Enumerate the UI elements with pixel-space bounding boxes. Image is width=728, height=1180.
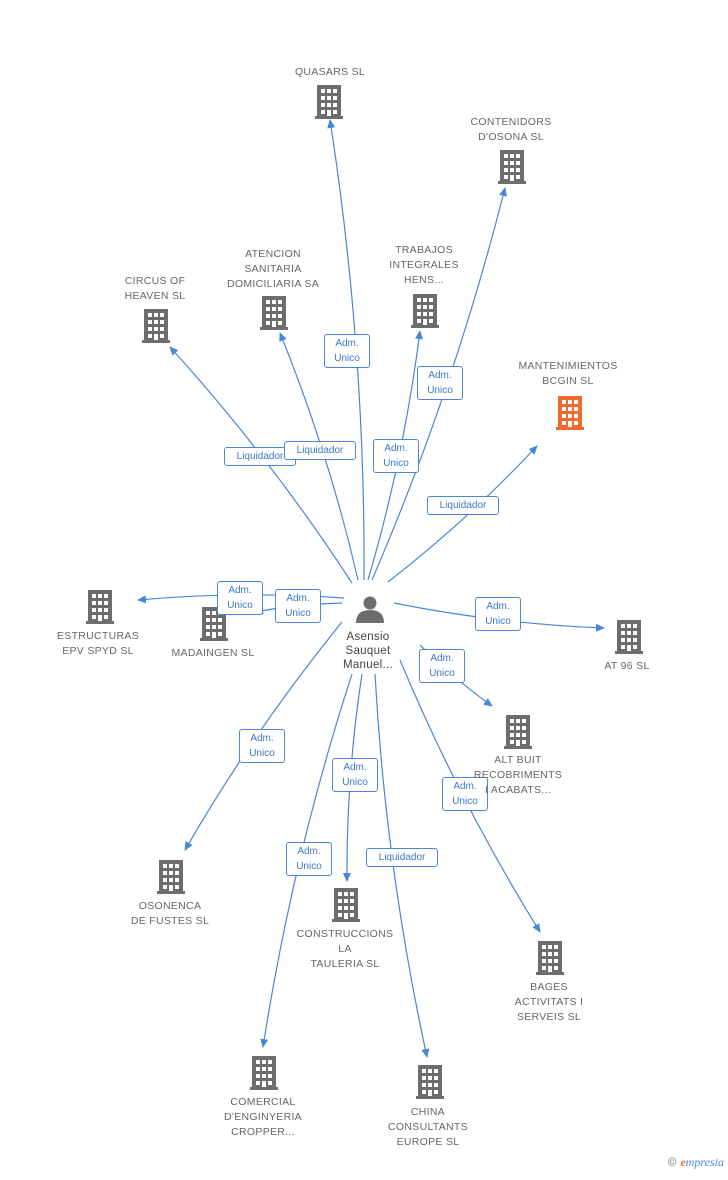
company-label-altbuit[interactable]: ALT BUIT RECOBRIMENTS I ACABATS...: [473, 754, 563, 796]
edge-label-bages[interactable]: Adm. Unico: [442, 777, 488, 811]
edge-label-construccions[interactable]: Adm. Unico: [332, 758, 378, 792]
building-icon-estructuras[interactable]: [86, 590, 114, 624]
building-icon-at96[interactable]: [615, 620, 643, 654]
building-icon-quasars[interactable]: [315, 85, 343, 119]
edge-label-contenidors[interactable]: Adm. Unico: [417, 366, 463, 400]
edge-label-quasars[interactable]: Adm. Unico: [324, 334, 370, 368]
edge-label-madaingen[interactable]: Adm. Unico: [275, 589, 321, 623]
brand-initial: e: [680, 1155, 686, 1169]
building-icon-bages[interactable]: [536, 941, 564, 975]
edge-label-osonenca[interactable]: Adm. Unico: [239, 729, 285, 763]
company-label-at96[interactable]: AT 96 SL: [604, 660, 650, 672]
brand-footer: ©empresia: [668, 1155, 724, 1170]
company-label-china[interactable]: CHINA CONSULTANTS EUROPE SL: [388, 1106, 468, 1148]
company-label-madaingen[interactable]: MADAINGEN SL: [171, 647, 255, 659]
edge-label-altbuit[interactable]: Adm. Unico: [419, 649, 465, 683]
edge-label-mantenimientos[interactable]: Liquidador: [427, 495, 499, 515]
company-label-osonenca[interactable]: OSONENCA DE FUSTES SL: [130, 900, 210, 927]
building-icon-altbuit[interactable]: [504, 715, 532, 749]
edge-label-trabajos[interactable]: Adm. Unico: [373, 439, 419, 473]
building-icon-contenidors[interactable]: [498, 150, 526, 184]
company-label-quasars[interactable]: QUASARS SL: [294, 66, 366, 78]
copyright-symbol: ©: [667, 1155, 677, 1169]
company-label-contenidors[interactable]: CONTENIDORS D'OSONA SL: [470, 116, 552, 143]
company-label-mantenimientos[interactable]: MANTENIMIENTOS BCGIN SL: [518, 360, 618, 387]
building-icon-trabajos[interactable]: [411, 294, 439, 328]
edge-to-mantenimientos: [387, 445, 538, 583]
edge-label-circus[interactable]: Liquidador: [224, 446, 296, 466]
company-label-trabajos[interactable]: TRABAJOS INTEGRALES HENS...: [389, 244, 459, 286]
edge-label-at96[interactable]: Adm. Unico: [475, 597, 521, 631]
brand-name[interactable]: mpresia: [685, 1155, 724, 1169]
building-icon-osonenca[interactable]: [157, 860, 185, 894]
edge-label-estructuras[interactable]: Adm. Unico: [217, 581, 263, 615]
building-icon-comercial[interactable]: [250, 1056, 278, 1090]
building-icon-construccions[interactable]: [332, 888, 360, 922]
person-icon[interactable]: [356, 596, 384, 624]
company-label-circus[interactable]: CIRCUS OF HEAVEN SL: [124, 275, 186, 302]
company-label-comercial[interactable]: COMERCIAL D'ENGINYERIA CROPPER...: [224, 1096, 302, 1138]
building-icon-atencion[interactable]: [260, 296, 288, 330]
edge-label-comercial[interactable]: Adm. Unico: [286, 842, 332, 876]
building-icon-circus[interactable]: [142, 309, 170, 343]
company-label-estructuras[interactable]: ESTRUCTURAS EPV SPYD SL: [56, 630, 140, 657]
building-icon-mantenimientos[interactable]: [556, 396, 584, 430]
edge-to-china: [374, 673, 430, 1058]
company-label-construccions[interactable]: CONSTRUCCIONS LA TAULERIA SL: [296, 928, 394, 970]
building-icon-china[interactable]: [416, 1065, 444, 1099]
company-label-atencion[interactable]: ATENCION SANITARIA DOMICILIARIA SA: [226, 248, 320, 290]
edge-label-atencion[interactable]: Liquidador: [284, 440, 356, 460]
company-label-bages[interactable]: BAGES ACTIVITATS I SERVEIS SL: [514, 981, 584, 1023]
edge-label-china[interactable]: Liquidador: [366, 847, 438, 867]
center-person-label[interactable]: Asensio Sauquet Manuel...: [342, 631, 393, 671]
